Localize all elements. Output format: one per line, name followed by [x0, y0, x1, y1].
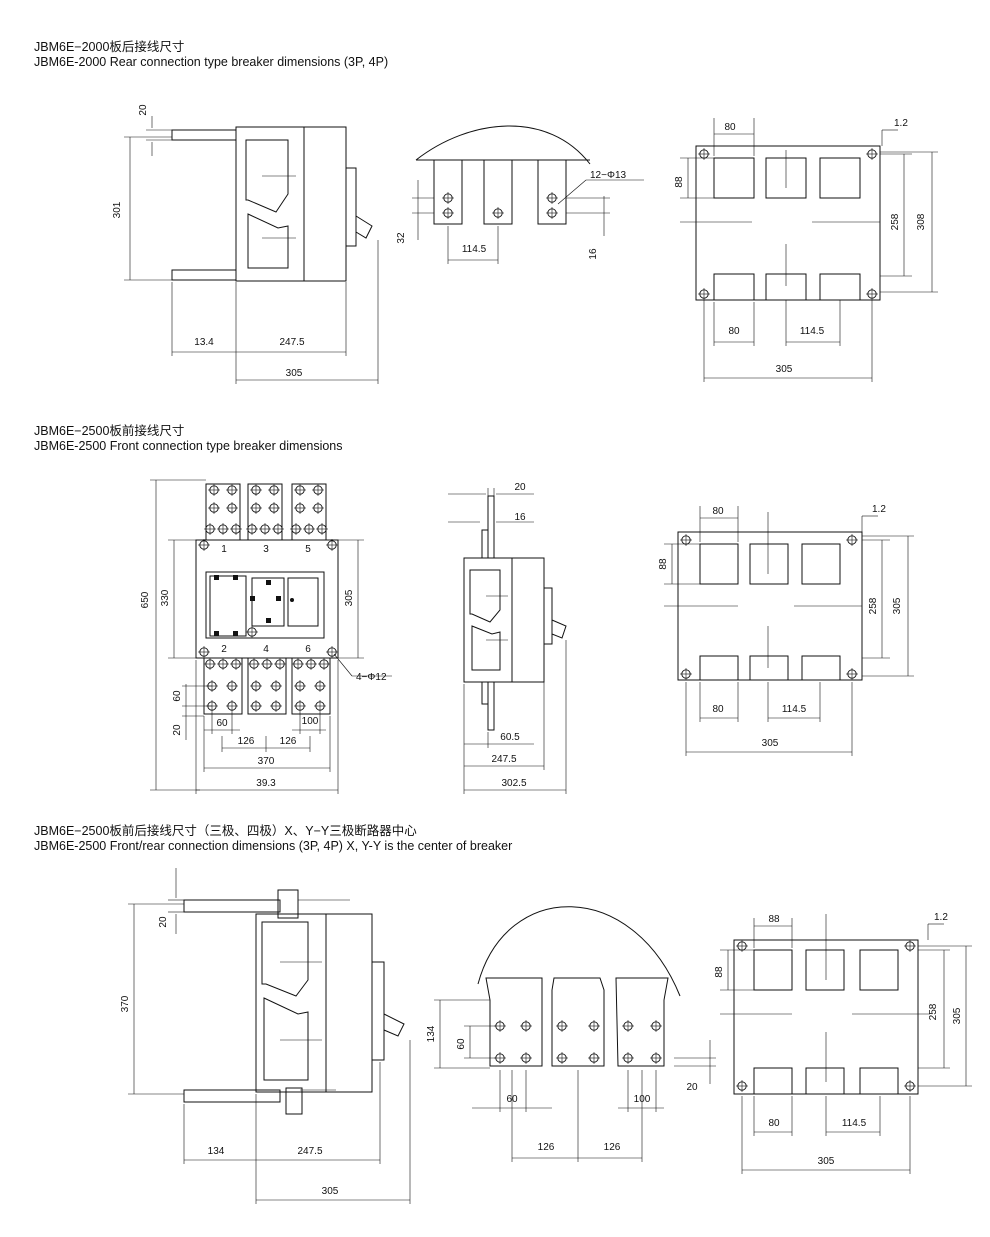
- s2-dim-650: 650: [140, 591, 151, 608]
- s1-dim-16: 16: [588, 248, 599, 260]
- s3-mid-dim-126-a: 126: [538, 1142, 555, 1153]
- s3-front-view: [720, 914, 972, 1174]
- s2-dim-305: 305: [344, 589, 355, 606]
- s3-mid-dim-60: 60: [506, 1094, 518, 1105]
- section1-title-en: JBM6E-2000 Rear connection type breaker …: [34, 55, 389, 69]
- s2-front-view: [150, 479, 392, 794]
- s3-dim-305: 305: [322, 1186, 339, 1197]
- s1-dim-13-4: 13.4: [194, 337, 214, 348]
- s3-mid-dim-126-b: 126: [604, 1142, 621, 1153]
- s2-dim-370: 370: [258, 756, 275, 767]
- s2-hole-spec: 4−Φ12: [356, 672, 387, 683]
- section2-title-en: JBM6E-2500 Front connection type breaker…: [34, 439, 343, 453]
- s2-terminal-6: 6: [305, 644, 311, 655]
- s2-side-dim-247-5: 247.5: [491, 754, 516, 765]
- s3-terminal-view: [434, 906, 716, 1162]
- s3-front-dim-88: 88: [714, 966, 725, 978]
- s2-side-dim-20: 20: [514, 482, 526, 493]
- s3-dim-370: 370: [120, 995, 131, 1012]
- s1-dim-32: 32: [396, 232, 407, 244]
- s1-front-dim-80-top: 80: [724, 122, 736, 133]
- s1-front-dim-258: 258: [890, 213, 901, 230]
- s3-front-dim-258: 258: [928, 1003, 939, 1020]
- section2-title-cn: JBM6E−2500板前接线尺寸: [34, 424, 185, 438]
- s1-front-dim-88: 88: [674, 176, 685, 188]
- section2-title: JBM6E−2500板前接线尺寸 JBM6E-2500 Front connec…: [34, 424, 343, 454]
- s1-front-dim-305: 305: [776, 364, 793, 375]
- s1-dim-114-5: 114.5: [462, 244, 487, 255]
- s1-rear-view: [412, 125, 644, 264]
- s2-dim-330: 330: [160, 589, 171, 606]
- s1-hole-spec: 12−Φ13: [590, 170, 627, 181]
- s1-front-dim-1-2: 1.2: [894, 118, 908, 129]
- s1-front-dim-80-bottom: 80: [728, 326, 740, 337]
- s2-rear-dim-88: 88: [658, 558, 669, 570]
- s2-rear-dim-305-bottom: 305: [762, 738, 779, 749]
- s3-mid-dim-100: 100: [634, 1094, 651, 1105]
- s2-rear-view: [664, 506, 914, 756]
- s2-dim-60-vert: 60: [172, 690, 183, 702]
- s3-mid-dim-134: 134: [426, 1025, 437, 1042]
- s3-dim-134: 134: [208, 1146, 225, 1157]
- s2-terminal-1: 1: [221, 544, 227, 555]
- s3-dim-247-5: 247.5: [297, 1146, 322, 1157]
- s1-side-view: [124, 116, 379, 384]
- s2-rear-dim-80-bottom: 80: [712, 704, 724, 715]
- s2-side-dim-60-5: 60.5: [500, 732, 520, 743]
- section1-title-cn: JBM6E−2000板后接线尺寸: [34, 40, 185, 54]
- s3-front-dim-305-bottom: 305: [818, 1156, 835, 1167]
- s3-front-dim-1-2: 1.2: [934, 912, 948, 923]
- section3-title: JBM6E−2500板前后接线尺寸（三极、四极）X、Y−Y三极断路器中心 JBM…: [34, 824, 512, 854]
- s2-side-dim-16: 16: [514, 512, 526, 523]
- s1-dim-301: 301: [112, 201, 123, 218]
- s1-dim-247-5: 247.5: [279, 337, 304, 348]
- s1-front-dim-114-5: 114.5: [800, 326, 825, 337]
- s2-rear-dim-80-top: 80: [712, 506, 724, 517]
- s2-terminal-4: 4: [263, 644, 269, 655]
- s3-mid-dim-20: 20: [686, 1082, 698, 1093]
- s2-dim-60: 60: [216, 718, 228, 729]
- s2-rear-dim-1-2: 1.2: [872, 504, 886, 515]
- s2-rear-dim-258: 258: [868, 597, 879, 614]
- s2-dim-126-a: 126: [238, 736, 255, 747]
- s1-front-dim-308: 308: [916, 213, 927, 230]
- s2-dim-100: 100: [302, 716, 319, 727]
- s3-dim-20: 20: [158, 916, 169, 928]
- s2-dim-126-b: 126: [280, 736, 297, 747]
- s1-dim-305: 305: [286, 368, 303, 379]
- s1-dim-20: 20: [138, 104, 149, 116]
- s3-front-dim-114-5: 114.5: [842, 1118, 867, 1129]
- s3-front-dim-88-top: 88: [768, 914, 780, 925]
- s2-dim-39-3: 39.3: [256, 778, 276, 789]
- s2-terminal-5: 5: [305, 544, 311, 555]
- s2-rear-dim-305: 305: [892, 597, 903, 614]
- s2-side-view: [448, 488, 567, 794]
- s2-rear-dim-114-5: 114.5: [782, 704, 807, 715]
- s2-dim-20: 20: [172, 724, 183, 736]
- s1-front-view: [680, 118, 938, 382]
- section3-title-cn: JBM6E−2500板前后接线尺寸（三极、四极）X、Y−Y三极断路器中心: [34, 824, 417, 838]
- s2-terminal-3: 3: [263, 544, 269, 555]
- s3-front-dim-80: 80: [768, 1118, 780, 1129]
- s3-front-dim-305: 305: [952, 1007, 963, 1024]
- s3-side-view: [128, 868, 411, 1204]
- s2-side-dim-302-5: 302.5: [501, 778, 526, 789]
- s3-mid-dim-60-vert: 60: [456, 1038, 467, 1050]
- s2-terminal-2: 2: [221, 644, 227, 655]
- section1-title: JBM6E−2000板后接线尺寸 JBM6E-2000 Rear connect…: [34, 40, 388, 70]
- section3-title-en: JBM6E-2500 Front/rear connection dimensi…: [34, 839, 513, 853]
